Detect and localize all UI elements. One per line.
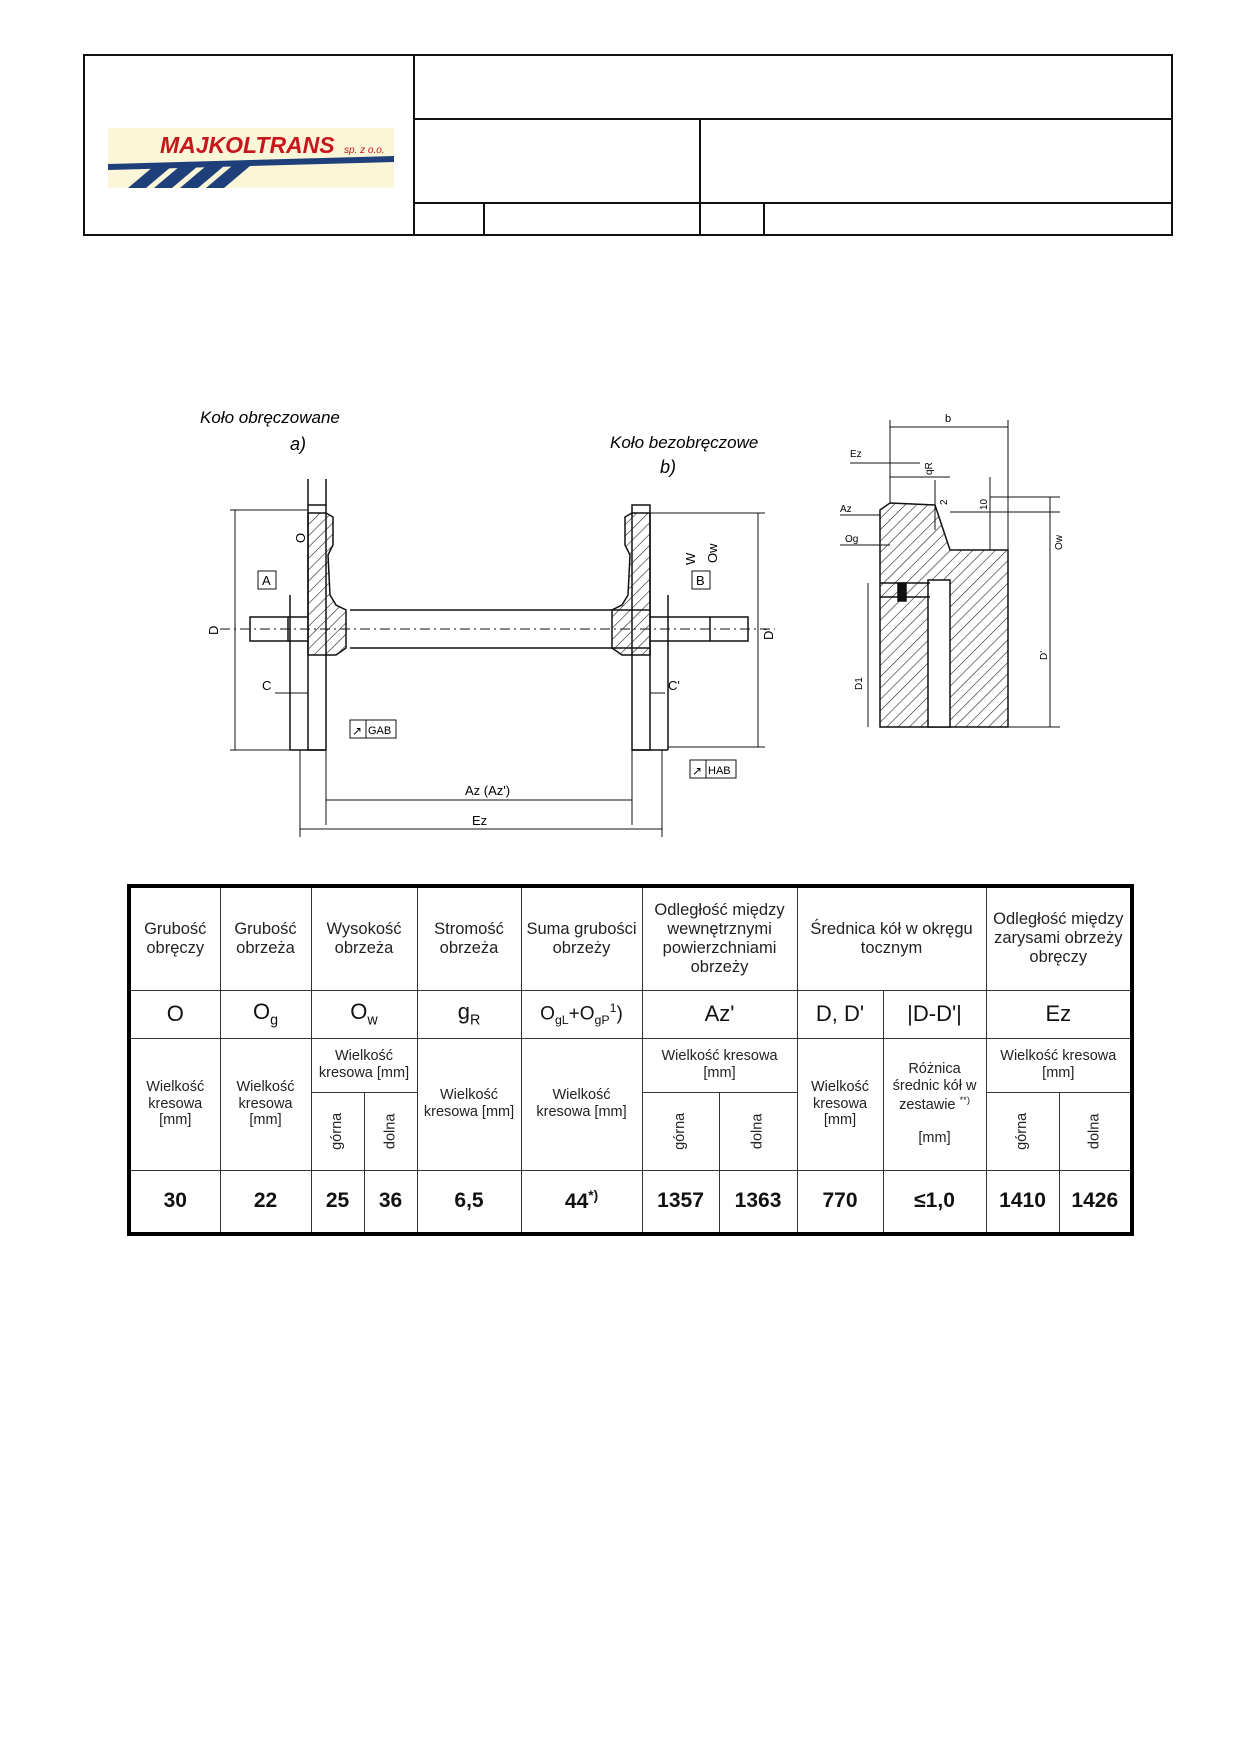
dim-10: 10 [979, 498, 990, 510]
col-stromosc-obrzeza: Stromość obrzeża [416, 885, 522, 991]
val-sum: 44*) [520, 1169, 643, 1235]
header-row-names: Grubość obręczy Grubość obrzeża Wysokość… [128, 885, 1133, 991]
az-gorna: górna [641, 1091, 720, 1171]
label-b: b) [660, 457, 676, 477]
wk-Az: Wielkość kresowa [mm] [641, 1037, 798, 1093]
sym-DD: |D-D'| [882, 989, 987, 1039]
sym-D: D, D' [796, 989, 884, 1039]
wk-Ez: Wielkość kresowa [mm] [985, 1037, 1133, 1093]
dim-Ow-detail: Ow [1054, 534, 1065, 550]
dim-O: O [293, 533, 308, 543]
val-gR: 6,5 [416, 1169, 522, 1235]
datum-B: B [696, 573, 705, 588]
wk-Og: Wielkość kresowa [mm] [219, 1037, 312, 1171]
dim-Ez: Ez [472, 813, 487, 828]
dim-D: D [206, 626, 221, 635]
values-row: 30 22 25 36 6,5 44*) 1357 1363 770 ≤1,0 … [128, 1169, 1133, 1235]
tol-arrow-right: ↗ [692, 764, 702, 778]
spec-table: Grubość obręczy Grubość obrzeża Wysokość… [127, 884, 1135, 1236]
label-a: a) [290, 434, 306, 454]
wk-sum: Wielkość kresowa [mm] [520, 1037, 643, 1171]
sym-Ez: Ez [985, 989, 1133, 1039]
val-Ow-dolna: 36 [363, 1169, 418, 1235]
val-Ez-gorna: 1410 [985, 1169, 1060, 1235]
col-wysokosc-obrzeza: Wysokość obrzeża [310, 885, 418, 991]
col-odleglosc-zarysy: Odległość między zarysami obrzeży obręcz… [985, 885, 1133, 991]
sym-Og: Og [219, 989, 312, 1039]
wheelset-drawing: Koło obręczowane a) Koło bezobręczowe b) [190, 405, 1070, 845]
dim-C-prime: C' [668, 678, 680, 693]
logo-brand: MAJKOLTRANS [160, 132, 335, 158]
col-odleglosc-wewn: Odległość między wewnętrznymi powierzchn… [641, 885, 798, 991]
az-dolna: dolna [718, 1091, 798, 1171]
header-row-symbols: O Og Ow gR OgL+OgP1) Az' D, D' |D-D'| Ez [128, 989, 1133, 1039]
logo-suffix: sp. z o.o. [344, 145, 385, 156]
ez-gorna: górna [985, 1091, 1060, 1171]
dim-C: C [262, 678, 271, 693]
val-Az-dolna: 1363 [718, 1169, 798, 1235]
tol-arrow-left: ↗ [352, 724, 362, 738]
dim-W: W [683, 552, 698, 565]
val-Og: 22 [219, 1169, 312, 1235]
ez-dolna: dolna [1058, 1091, 1133, 1171]
wk-D: Wielkość kresowa [mm] [796, 1037, 884, 1171]
datum-A: A [262, 573, 271, 588]
tol-GAB: GAB [368, 725, 391, 737]
dim-Ow: Ow [705, 543, 720, 563]
sym-gR: gR [416, 989, 522, 1039]
ow-dolna: dolna [363, 1091, 418, 1171]
right-wheel [611, 504, 710, 751]
dim-Az-detail: Az [840, 504, 852, 515]
header-row-limits: Wielkość kresowa [mm] Wielkość kresowa [… [128, 1037, 1133, 1171]
val-O: 30 [128, 1169, 221, 1235]
val-Az-gorna: 1357 [641, 1169, 720, 1235]
col-srednica-kol: Średnica kół w okręgu tocznym [796, 885, 987, 991]
col-suma-grubosci: Suma grubości obrzeży [520, 885, 643, 991]
dim-qR: qR [924, 462, 935, 475]
val-DD: ≤1,0 [882, 1169, 987, 1235]
sym-O: O [128, 989, 221, 1039]
sym-sum: OgL+OgP1) [520, 989, 643, 1039]
val-D: 770 [796, 1169, 884, 1235]
col-grubosc-obrzeza: Grubość obrzeża [219, 885, 312, 991]
axle [220, 609, 775, 649]
sym-Ow: Ow [310, 989, 418, 1039]
roznica-srednic: Różnica średnic kół w zestawie **)[mm] [882, 1037, 987, 1171]
dim-Az: Az (Az') [465, 783, 510, 798]
dim-Ez-detail: Ez [850, 449, 862, 460]
label-b-title: Koło bezobręczowe [610, 433, 758, 452]
dim-2: 2 [939, 499, 950, 505]
ow-gorna: górna [310, 1091, 365, 1171]
val-Ez-dolna: 1426 [1058, 1169, 1133, 1235]
dim-D1: D1 [854, 677, 865, 690]
wk-Ow: Wielkość kresowa [mm] [310, 1037, 418, 1093]
wk-O: Wielkość kresowa [mm] [128, 1037, 221, 1171]
label-a-title: Koło obręczowane [200, 408, 340, 427]
sym-Az: Az' [641, 989, 798, 1039]
company-logo: MAJKOLTRANS sp. z o.o. [108, 128, 394, 188]
document-header [83, 54, 1173, 236]
dim-D-detail: D' [1039, 651, 1050, 660]
dim-D-prime: D' [761, 628, 776, 640]
header-row-bounds: górna dolna górna dolna górna dolna [129, 1091, 1133, 1171]
dim-b: b [945, 413, 951, 425]
left-wheel [288, 479, 347, 751]
tol-HAB: HAB [708, 765, 731, 777]
dim-Og-detail: Og [845, 534, 858, 545]
wk-gR: Wielkość kresowa [mm] [416, 1037, 522, 1171]
val-Ow-gorna: 25 [310, 1169, 365, 1235]
col-grubosc-obreczy: Grubość obręczy [128, 885, 221, 991]
wheel-profile-detail [879, 502, 1009, 728]
